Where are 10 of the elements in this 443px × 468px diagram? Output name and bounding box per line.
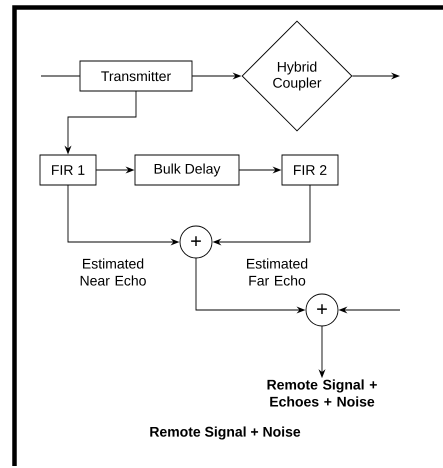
- edge-label: Estimated Near Echo: [80, 258, 146, 286]
- process-box: Transmitter: [80, 60, 192, 92]
- summing-junction: +: [180, 226, 212, 258]
- process-box: Bulk Delay: [134, 154, 240, 186]
- summing-junction: +: [306, 294, 338, 326]
- process-box: FIR 2: [282, 154, 338, 186]
- output-text: Remote Signal + Echoes + Noise: [268, 379, 377, 407]
- edge-label: Estimated Far Echo: [247, 258, 308, 286]
- caption-text: Remote Signal + Noise: [150, 426, 300, 440]
- process-box: FIR 1: [40, 154, 96, 186]
